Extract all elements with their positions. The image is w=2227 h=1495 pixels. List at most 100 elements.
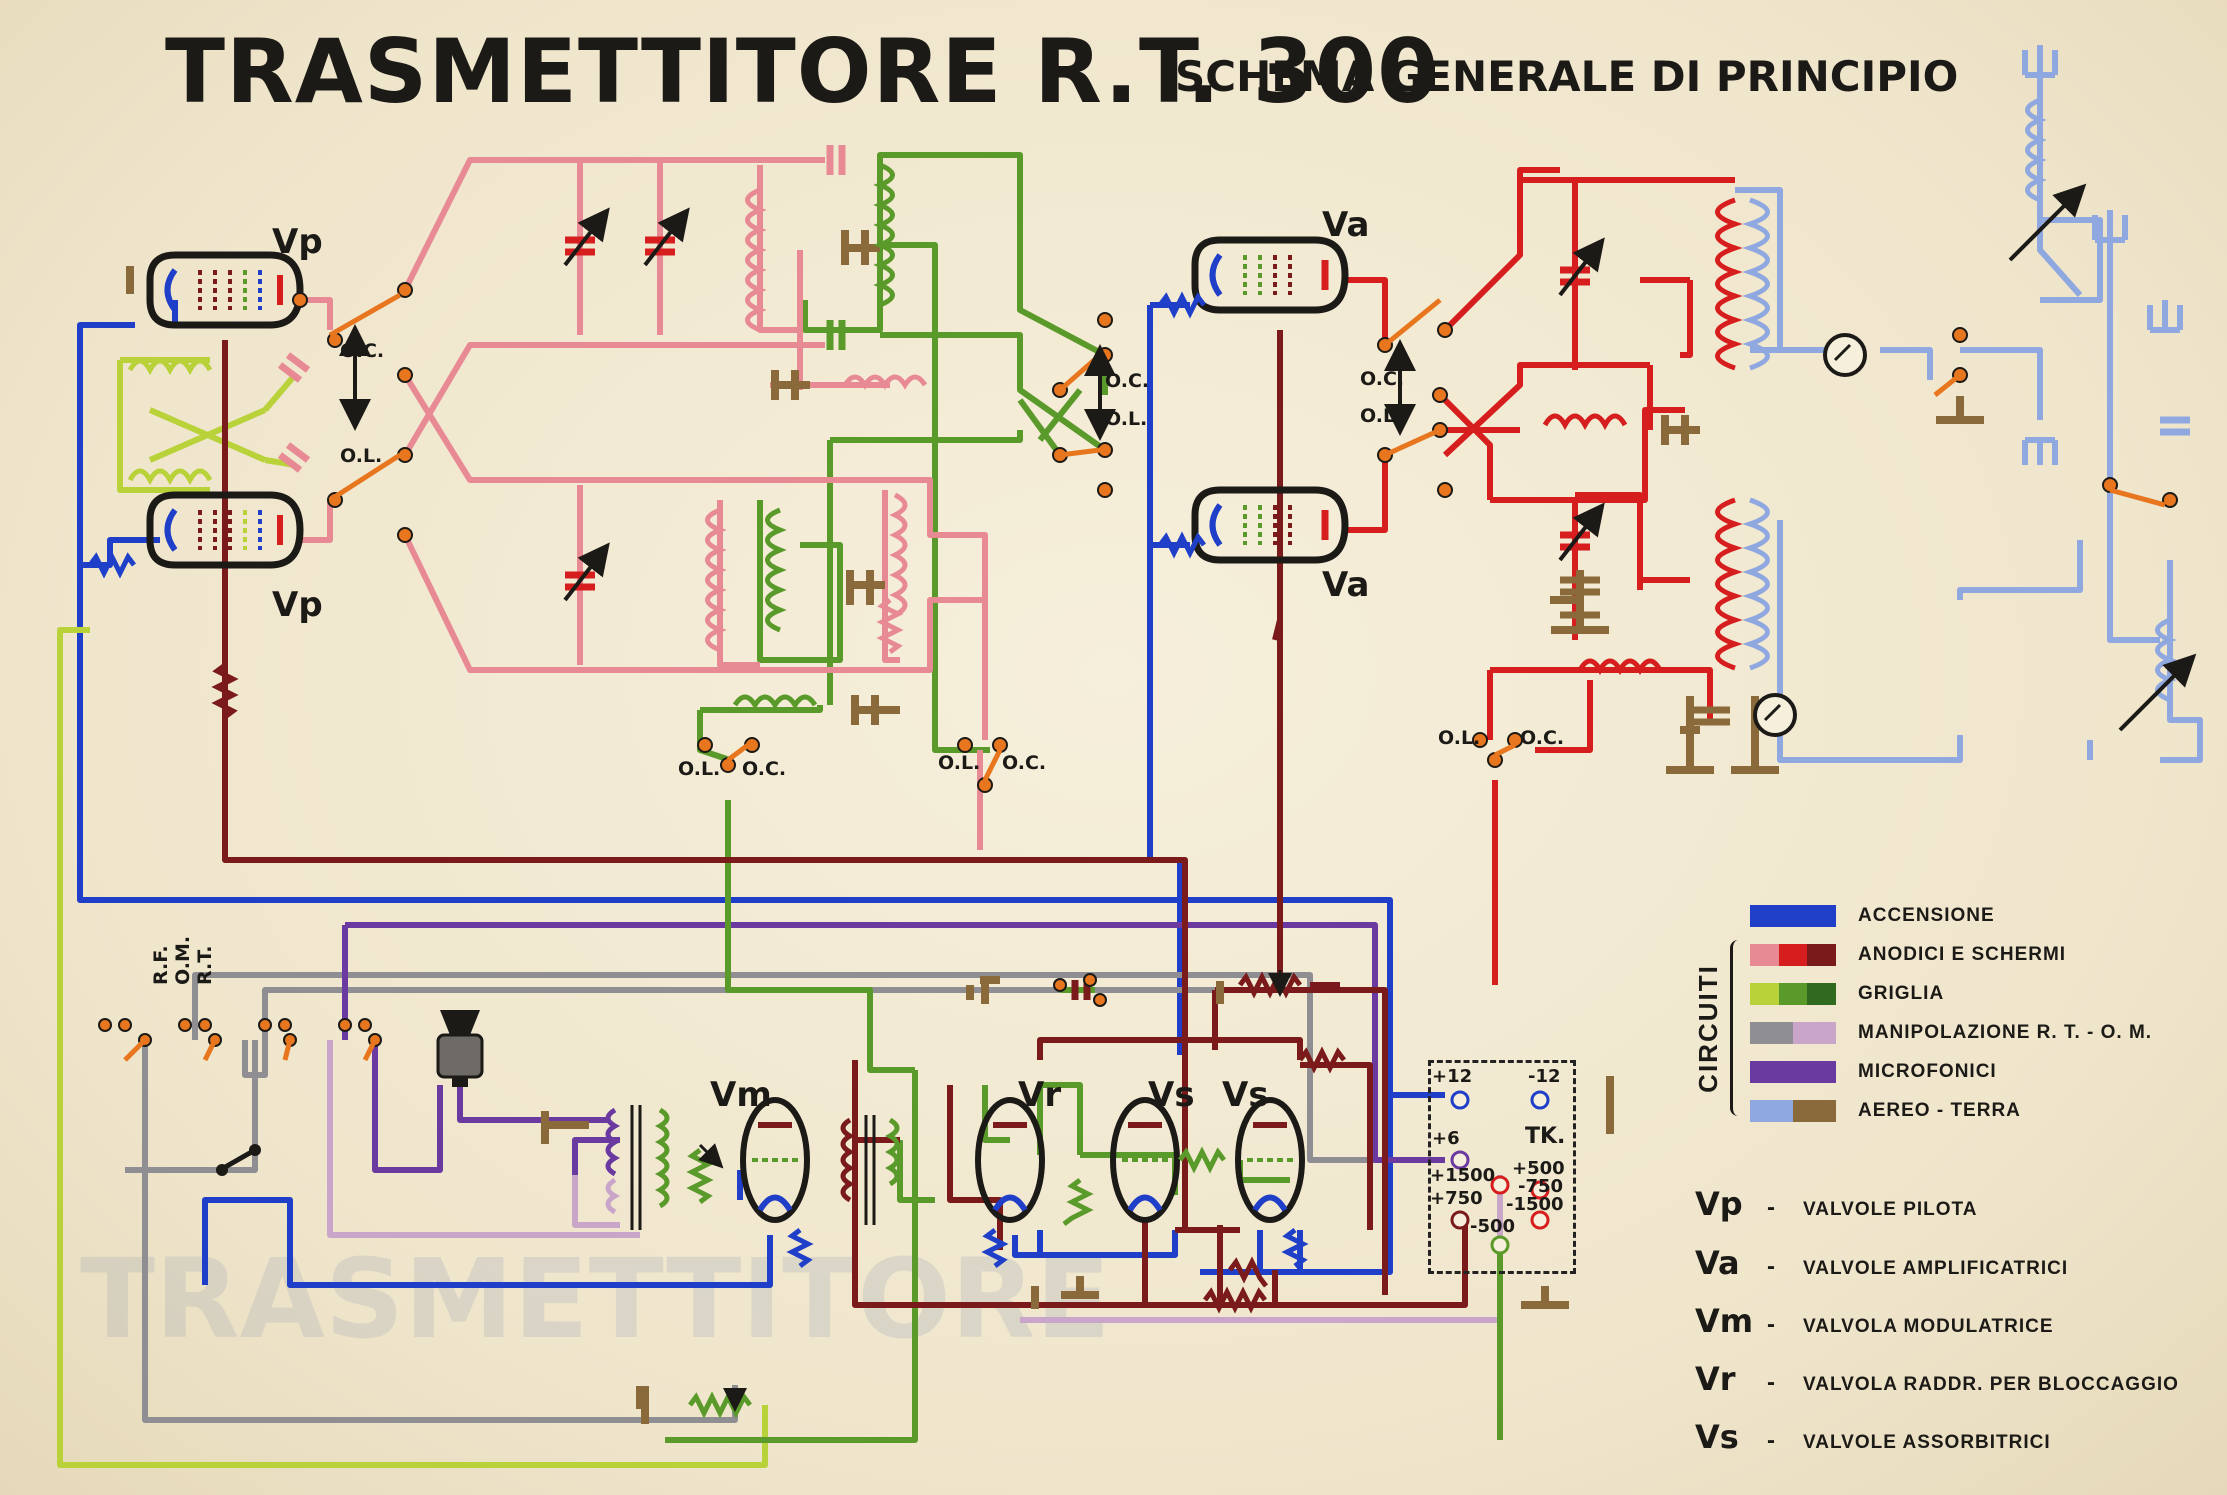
grid-wiring [57, 152, 1503, 1468]
label-mid-oc: O.C. [1105, 370, 1150, 392]
tube-vr [975, 1097, 1045, 1223]
tube-key-row: Vs - VALVOLE ASSORBITRICI [1695, 1418, 2051, 1456]
psu-minus12: -12 [1528, 1066, 1561, 1087]
legend-swatch [1750, 1022, 1836, 1044]
page-subtitle: SCHEMA GENERALE DI PRINCIPIO [1175, 52, 1959, 101]
antenna-symbols [2022, 45, 2183, 465]
tube-key-description: VALVOLA RADDR. PER BLOCCAGGIO [1803, 1374, 2179, 1395]
label-ant-oc: O.C. [1520, 727, 1565, 749]
legend-label: MANIPOLAZIONE R. T. - O. M. [1858, 1022, 2153, 1043]
tube-key-row: Vm - VALVOLA MODULATRICE [1695, 1302, 2054, 1340]
legend: CIRCUITI ACCENSIONE ANODICI E SCHERMI GR… [1690, 898, 2210, 1138]
label-mode-rt: R.T. [194, 945, 216, 986]
power-supply-box [1428, 1060, 1576, 1274]
anode-wiring-pilot [300, 157, 988, 850]
label-vm: Vm [710, 1075, 772, 1115]
psu-plus750: +750 [1430, 1188, 1483, 1209]
psu-plus6: +6 [1432, 1128, 1460, 1149]
legend-item: ANODICI E SCHERMI [1750, 943, 2066, 967]
tube-key-description: VALVOLA MODULATRICE [1803, 1316, 2054, 1337]
label-low1-oc: O.C. [742, 758, 787, 780]
microphone-wiring [342, 922, 1445, 1175]
tube-key-dash: - [1767, 1253, 1775, 1280]
label-vs-2: Vs [1222, 1075, 1269, 1115]
tube-key-dash: - [1767, 1369, 1775, 1396]
microphone-icon [436, 1010, 484, 1087]
psu-minus750: -750 [1518, 1176, 1564, 1197]
label-vp-bottom: Vp [272, 585, 323, 625]
label-vp-top: Vp [272, 222, 323, 262]
psu-plus12: +12 [1432, 1066, 1473, 1087]
legend-label: MICROFONICI [1858, 1061, 1997, 1082]
capacitors [277, 145, 2190, 1000]
ground-symbols [126, 266, 1984, 1424]
tube-vs-1 [1110, 1097, 1180, 1223]
psu-plus500: +500 [1512, 1158, 1565, 1179]
legend-item: GRIGLIA [1750, 982, 1944, 1006]
gang-arrows [339, 324, 1416, 441]
variable-capacitor-arrows [563, 183, 2197, 732]
label-low2-oc: O.C. [1002, 752, 1047, 774]
legend-label: ACCENSIONE [1858, 905, 1995, 926]
psu-minus500: -500 [1470, 1216, 1516, 1237]
tube-key-description: VALVOLE AMPLIFICATRICI [1803, 1258, 2069, 1279]
legend-swatch [1750, 1100, 1836, 1122]
legend-heading: CIRCUITI [1692, 963, 1723, 1093]
bleed-through-text: TRASMETTITORE [80, 1235, 1111, 1363]
tube-vp-bottom [146, 491, 304, 569]
transformer-cores [630, 1105, 876, 1230]
label-va-bottom: Va [1322, 565, 1370, 605]
tube-vs-2 [1235, 1097, 1305, 1223]
tube-key-symbol: Vm [1695, 1302, 1754, 1340]
label-right-ol: O.L. [1360, 405, 1403, 427]
tube-key-row: Vp - VALVOLE PILOTA [1695, 1185, 1977, 1223]
tube-va-top [1191, 236, 1349, 314]
tube-key-symbol: Vs [1695, 1418, 1739, 1456]
psu-minus1500: -1500 [1506, 1194, 1564, 1215]
label-vs-1: Vs [1148, 1075, 1195, 1115]
label-right-oc: O.C. [1360, 368, 1405, 390]
label-mode-rf: R.F. [150, 945, 172, 985]
legend-swatch [1750, 1061, 1836, 1083]
tube-key-row: Va - VALVOLE AMPLIFICATRICI [1695, 1244, 2068, 1282]
psu-plus1500: +1500 [1430, 1165, 1496, 1186]
tube-key-dash: - [1767, 1194, 1775, 1221]
label-left-oc: O.C. [340, 340, 385, 362]
switch-contacts [98, 282, 2178, 1047]
tube-key-symbol: Va [1695, 1244, 1740, 1282]
tube-key-symbol: Vp [1695, 1185, 1743, 1223]
telegraph-key-icon [216, 1144, 261, 1176]
psu-terminals [1450, 1090, 1550, 1255]
tube-key-description: VALVOLE ASSORBITRICI [1803, 1432, 2051, 1453]
tube-va-bottom [1191, 486, 1349, 564]
legend-swatch [1750, 944, 1837, 966]
tube-key-dash: - [1767, 1311, 1775, 1338]
label-mode-om: O.M. [172, 935, 194, 985]
legend-item: MICROFONICI [1750, 1060, 1997, 1084]
label-vr: Vr [1018, 1075, 1062, 1115]
tube-key-description: VALVOLE PILOTA [1803, 1199, 1978, 1220]
legend-label: ANODICI E SCHERMI [1858, 944, 2067, 965]
label-mid-ol: O.L. [1105, 408, 1148, 430]
legend-label: GRIGLIA [1858, 983, 1945, 1004]
label-left-ol: O.L. [340, 445, 383, 467]
resistors [88, 291, 1346, 1419]
potentiometers [698, 970, 1292, 1412]
meter-ammeter-bottom [1753, 693, 1797, 737]
anode-wiring-amp [1345, 167, 1735, 985]
legend-swatch [1750, 983, 1837, 1005]
label-ant-ol: O.L. [1438, 727, 1481, 749]
coils [127, 97, 2177, 1215]
meter-ammeter-top [1823, 333, 1867, 377]
tube-key-row: Vr - VALVOLA RADDR. PER BLOCCAGGIO [1695, 1360, 2179, 1398]
tube-key-symbol: Vr [1695, 1360, 1736, 1398]
label-va-top: Va [1322, 205, 1370, 245]
legend-item: ACCENSIONE [1750, 904, 1995, 928]
legend-brace [1730, 940, 1745, 1116]
legend-item: MANIPOLAZIONE R. T. - O. M. [1750, 1021, 2152, 1045]
legend-item: AEREO - TERRA [1750, 1099, 2021, 1123]
psu-tk: TK. [1525, 1124, 1566, 1149]
label-low1-ol: O.L. [678, 758, 721, 780]
